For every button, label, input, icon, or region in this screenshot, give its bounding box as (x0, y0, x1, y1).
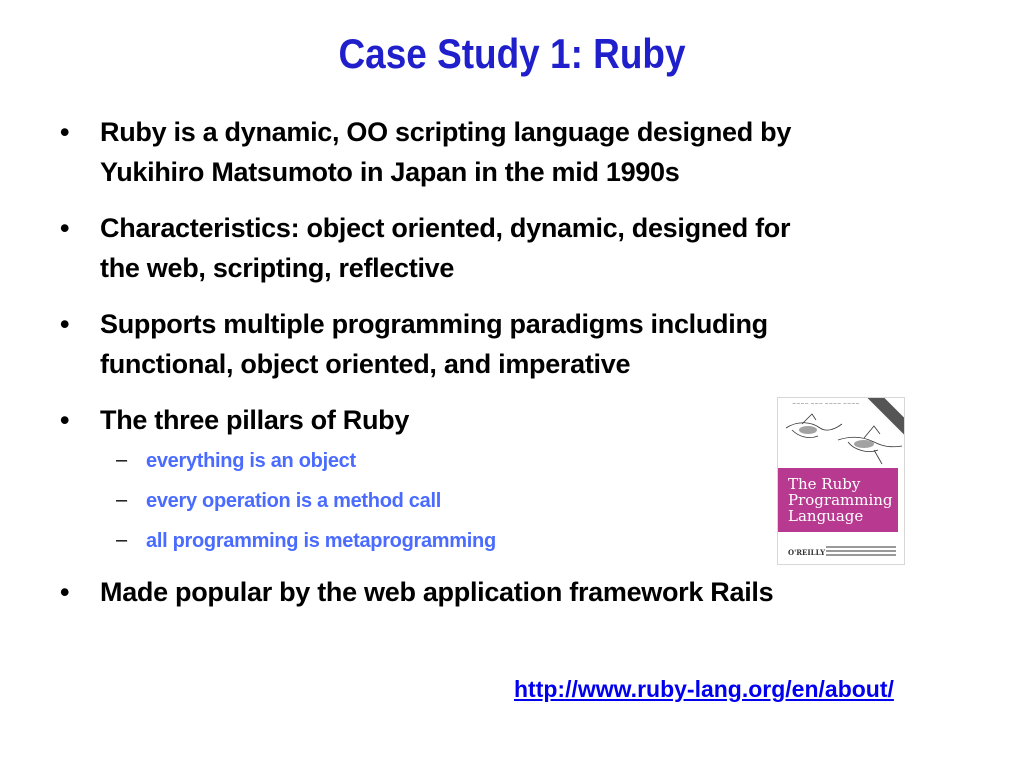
sub-bullet-marker: – (116, 449, 127, 471)
bullet-item: • Supports multiple programming paradigm… (58, 304, 958, 384)
sub-bullet-item: – everything is an object (100, 446, 958, 476)
sub-bullet-marker: – (116, 489, 127, 511)
book-cover-image: ~~~~ ~~~ ~~~~ ~~~~ The Ruby Programming … (777, 397, 905, 565)
sub-bullet-text: all programming is metaprogramming (146, 530, 496, 552)
bullet-marker: • (60, 405, 70, 435)
bullet-marker: • (60, 309, 70, 339)
bullet-text-line: Characteristics: object oriented, dynami… (100, 213, 791, 243)
bullet-marker: • (60, 577, 70, 607)
bullet-marker: • (60, 117, 70, 147)
bullet-list: • Ruby is a dynamic, OO scripting langua… (58, 112, 958, 628)
bullet-item: • The three pillars of Ruby – everything… (58, 400, 958, 556)
book-title: The Ruby Programming Language (788, 475, 893, 525)
sub-bullet-item: – all programming is metaprogramming (100, 526, 958, 556)
book-authors-graphic (826, 546, 896, 556)
bullet-text-line: Yukihiro Matsumoto in Japan in the mid 1… (100, 157, 680, 187)
bullet-text-line: Ruby is a dynamic, OO scripting language… (100, 117, 792, 147)
sub-bullet-list: – everything is an object – every operat… (100, 446, 958, 556)
sub-bullet-text: everything is an object (146, 450, 356, 472)
bullet-text-line: The three pillars of Ruby (100, 405, 410, 435)
sub-bullet-text: every operation is a method call (146, 490, 441, 512)
bullet-item: • Characteristics: object oriented, dyna… (58, 208, 958, 288)
slide-title: Case Study 1: Ruby (338, 30, 686, 77)
book-publisher: O'REILLY (788, 548, 826, 557)
hummingbird-illustration-icon (785, 413, 903, 465)
bullet-text-line: functional, object oriented, and imperat… (100, 349, 631, 379)
bullet-item: • Made popular by the web application fr… (58, 572, 958, 612)
sub-bullet-marker: – (116, 529, 127, 551)
bullet-text-line: the web, scripting, reflective (100, 253, 455, 283)
sub-bullet-item: – every operation is a method call (100, 486, 958, 516)
book-tagline-graphic: ~~~~ ~~~ ~~~~ ~~~~ (792, 401, 860, 407)
source-link[interactable]: http://www.ruby-lang.org/en/about/ (514, 676, 894, 702)
bullet-marker: • (60, 213, 70, 243)
bullet-text-line: Supports multiple programming paradigms … (100, 309, 768, 339)
bullet-text-line: Made popular by the web application fram… (100, 577, 774, 607)
bullet-item: • Ruby is a dynamic, OO scripting langua… (58, 112, 958, 192)
book-title-panel: The Ruby Programming Language (778, 468, 898, 532)
